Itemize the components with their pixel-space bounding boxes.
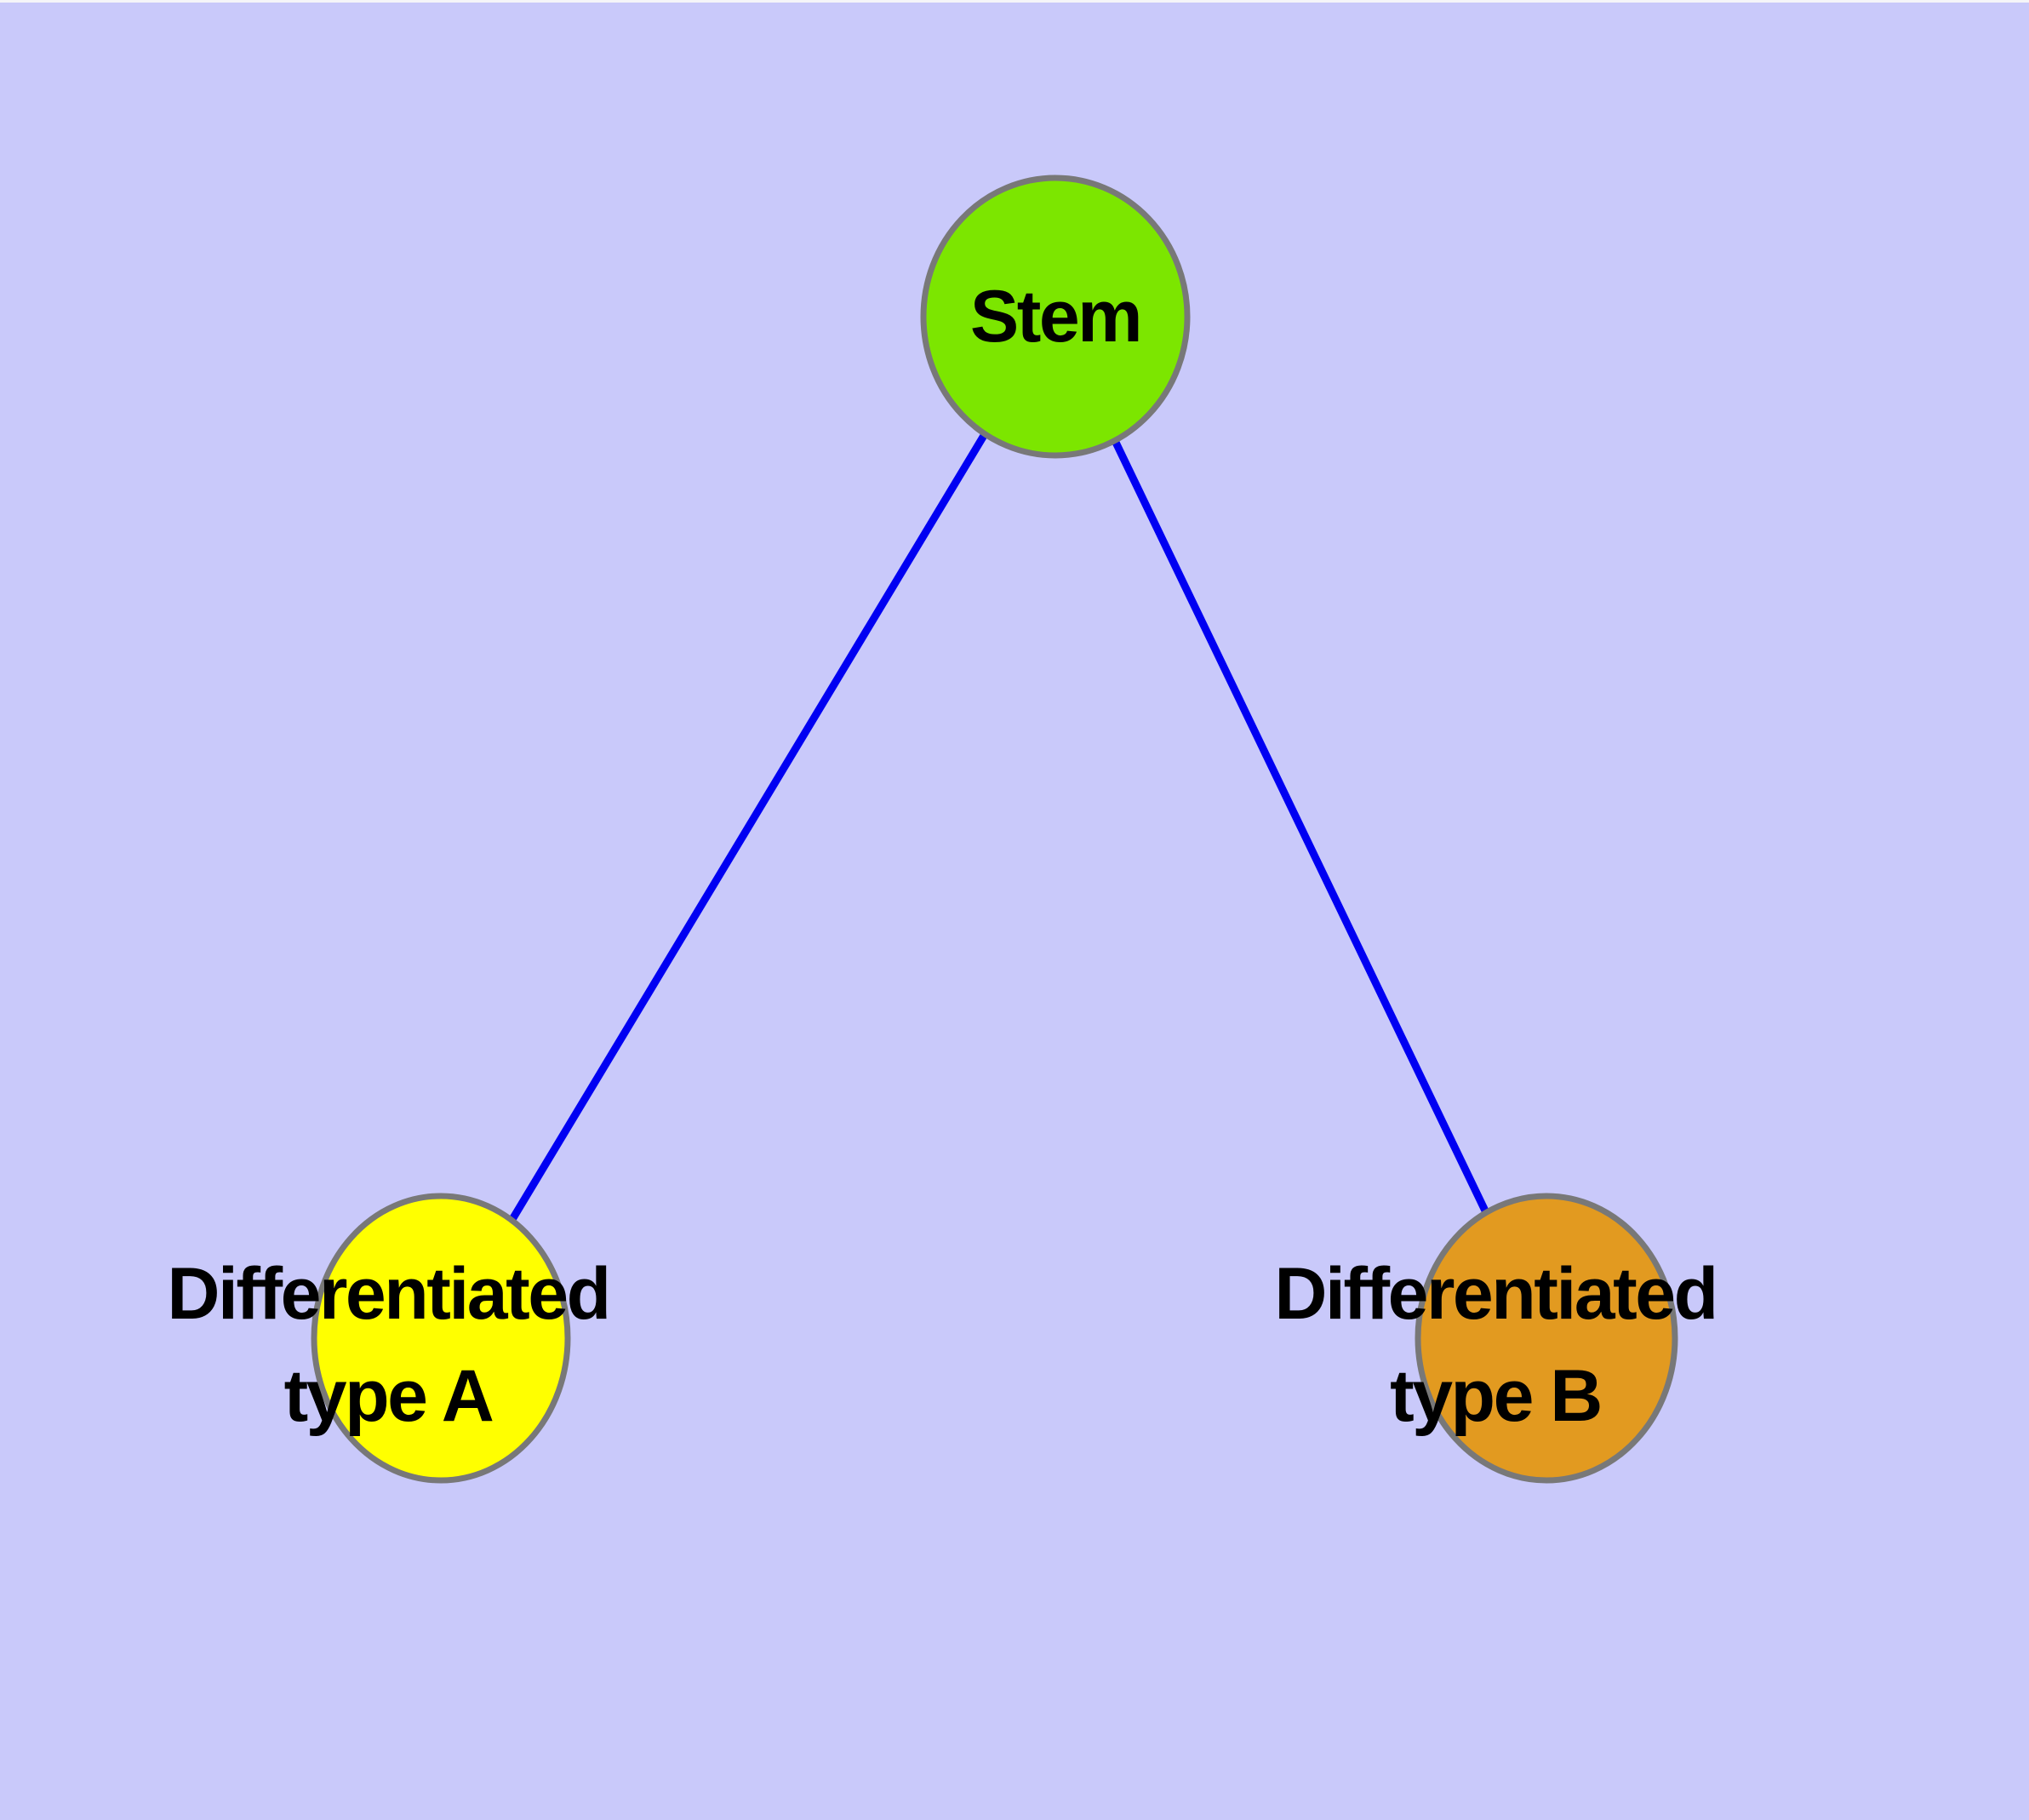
- edge-stem-to-differentiated-type-b: [1051, 315, 1551, 1340]
- nodes-layer: [311, 175, 1678, 1484]
- node-differentiated-type-a-label-line-2: type A: [284, 1355, 493, 1437]
- node-differentiated-type-a: [311, 1193, 571, 1484]
- node-differentiated-type-b-label-line-1: Differentiated: [1274, 1253, 1716, 1335]
- node-differentiated-type-b: [1415, 1193, 1678, 1484]
- node-stem: [920, 175, 1191, 459]
- edges-layer: [437, 314, 1551, 1341]
- edge-stem-to-differentiated-type-a: [437, 314, 1059, 1341]
- node-stem-label-line-1: Stem: [970, 276, 1140, 358]
- node-differentiated-type-a-label-line-1: Differentiated: [167, 1253, 609, 1335]
- node-differentiated-type-b-label-line-2: type B: [1390, 1355, 1601, 1437]
- canvas-top-edge: [0, 0, 2029, 3]
